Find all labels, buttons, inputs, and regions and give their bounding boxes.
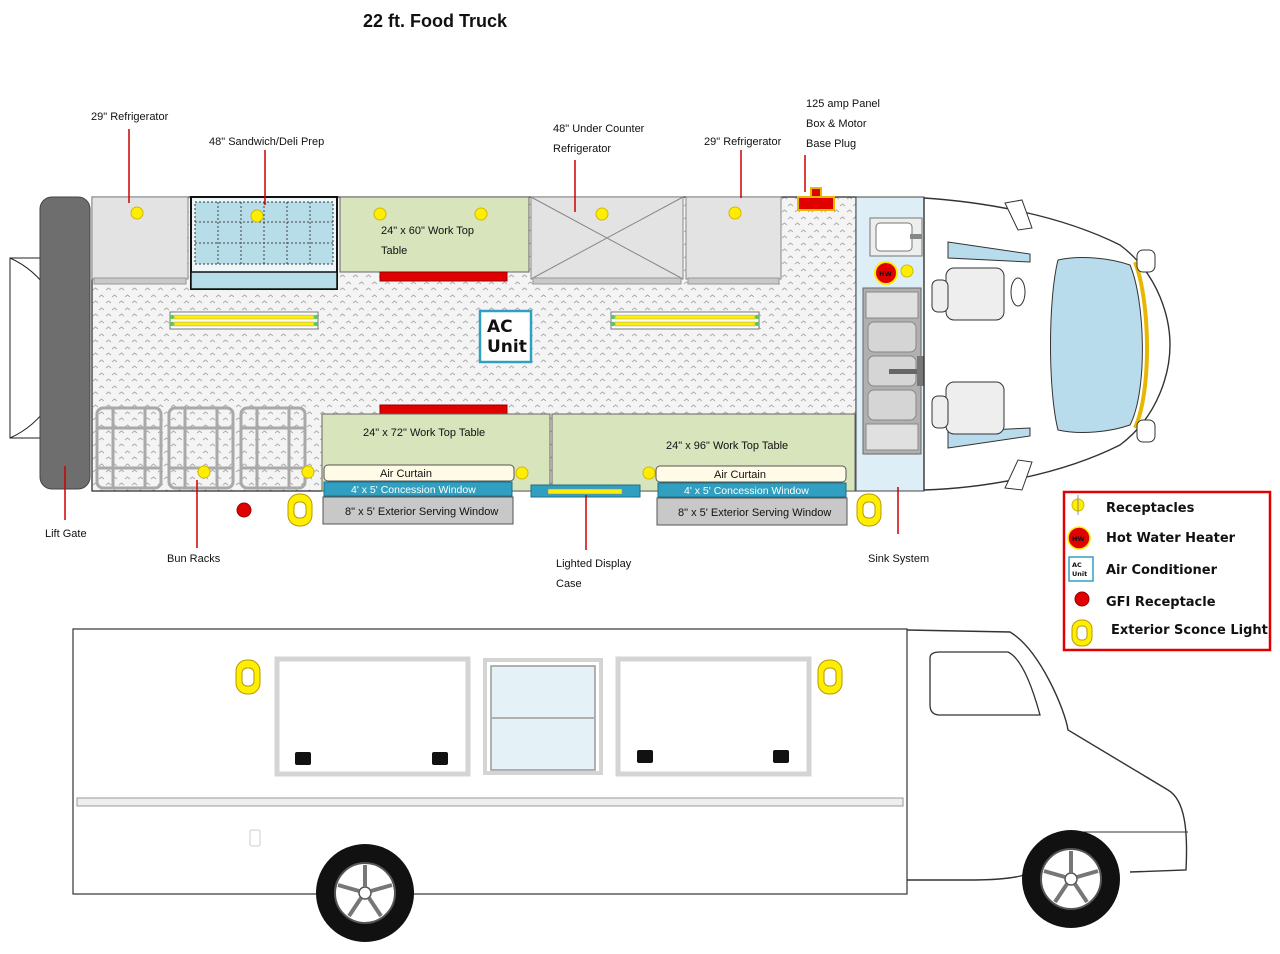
gfi-receptacle-icon — [1074, 591, 1090, 607]
legend-air-conditioner: Air Conditioner — [1106, 563, 1218, 578]
hot-water-heater-icon: HW — [874, 261, 898, 285]
receptacle-icon — [595, 207, 609, 221]
work-table-60-label-1: 24" x 60" Work Top — [381, 225, 474, 237]
side-view — [72, 628, 1188, 942]
display-case-window — [483, 658, 603, 775]
diagram-title: 22 ft. Food Truck — [363, 11, 508, 31]
legend-ac-abbrev-1: AC — [1072, 561, 1082, 569]
refrigerator-left — [91, 196, 189, 285]
work-table-60-label-2: Table — [381, 245, 407, 257]
side-rail — [76, 797, 904, 807]
panel-box — [797, 187, 835, 211]
heat-strip-top — [379, 271, 508, 282]
work-table-96-label: 24" x 96" Work Top Table — [666, 440, 788, 452]
sconce-light-icon — [856, 493, 882, 527]
callout-leaders — [64, 129, 899, 550]
legend-gfi-receptacle: GFI Receptacle — [1106, 595, 1216, 610]
callout-panel-box-3: Base Plug — [806, 138, 856, 150]
receptacle-icon — [373, 207, 387, 221]
air-curtain-left-label: Air Curtain — [380, 468, 432, 480]
wheel-rear — [316, 844, 414, 942]
receptacle-icon — [250, 209, 264, 223]
legend-hw-abbrev: HW — [1072, 535, 1085, 543]
sconce-light-icon — [235, 659, 261, 695]
callout-sink-system: Sink System — [868, 553, 929, 565]
sconce-light-icon — [287, 493, 313, 527]
callout-bun-racks: Bun Racks — [167, 553, 221, 565]
legend-hot-water-heater: Hot Water Heater — [1106, 531, 1236, 546]
concession-window-left: 4' x 5' Concession Window — [323, 481, 513, 497]
hot-water-heater-label: HW — [879, 270, 892, 278]
service-window-right — [615, 656, 812, 777]
callout-fridge-left: 29" Refrigerator — [91, 111, 169, 123]
concession-window-left-label: 4' x 5' Concession Window — [351, 484, 476, 496]
cab-side-window — [929, 651, 1041, 716]
callout-lift-gate: Lift Gate — [45, 528, 87, 540]
cab-top-view — [923, 197, 1171, 491]
serving-window-right-label: 8" x 5' Exterior Serving Window — [678, 507, 831, 519]
service-window-left — [274, 656, 471, 777]
receptacle-icon — [515, 466, 529, 480]
receptacle-icon — [130, 206, 144, 220]
callout-display-case-1: Lighted Display — [556, 558, 632, 570]
sconce-light-icon — [1071, 619, 1093, 647]
receptacle-icon — [197, 465, 211, 479]
serving-window-left: 8" x 5' Exterior Serving Window — [322, 496, 514, 525]
receptacle-icon — [900, 264, 914, 278]
air-curtain-right: Air Curtain — [655, 465, 847, 483]
receptacle-icon — [474, 207, 488, 221]
callout-under-counter-2: Refrigerator — [553, 143, 611, 155]
work-table-60: 24" x 60" Work Top Table — [339, 196, 530, 273]
legend-exterior-sconce: Exterior Sconce Light — [1111, 623, 1268, 638]
callout-fridge-right: 29" Refrigerator — [704, 136, 782, 148]
receptacle-icon — [301, 465, 315, 479]
hot-water-heater-icon: HW — [1067, 526, 1091, 550]
serving-window-left-label: 8" x 5' Exterior Serving Window — [345, 506, 498, 518]
sandwich-prep — [190, 196, 338, 290]
air-conditioner-icon: AC Unit — [1068, 556, 1094, 582]
light-strip-left — [169, 311, 319, 330]
exterior-sconces-floorplan — [287, 493, 882, 527]
ac-unit: AC Unit — [478, 309, 533, 364]
air-curtain-left: Air Curtain — [323, 464, 515, 482]
concession-window-right: 4' x 5' Concession Window — [657, 482, 847, 498]
receptacles — [130, 206, 914, 480]
wheel-front — [1022, 830, 1120, 928]
serving-window-right: 8" x 5' Exterior Serving Window — [656, 497, 848, 526]
callout-panel-box-1: 125 amp Panel — [806, 98, 880, 110]
sink-system — [855, 196, 925, 492]
light-strip-right — [610, 311, 760, 330]
receptacle-icon — [642, 466, 656, 480]
sconce-light-icon — [817, 659, 843, 695]
heat-strip-bottom — [379, 404, 508, 415]
callout-under-counter-1: 48" Under Counter — [553, 123, 645, 135]
side-marker — [249, 829, 261, 847]
ac-unit-label-1: AC — [487, 317, 513, 337]
legend-ac-abbrev-2: Unit — [1072, 570, 1087, 578]
air-curtain-right-label: Air Curtain — [714, 469, 766, 481]
lighted-display-case — [530, 484, 641, 498]
legend-receptacles: Receptacles — [1106, 501, 1195, 516]
gfi-receptacle-icon — [236, 502, 252, 518]
receptacle-icon — [728, 206, 742, 220]
concession-window-right-label: 4' x 5' Concession Window — [684, 485, 809, 497]
bun-racks — [95, 406, 307, 490]
callout-display-case-2: Case — [556, 578, 582, 590]
ac-unit-label-2: Unit — [487, 337, 527, 357]
lift-gate — [39, 196, 91, 490]
work-table-72-label: 24" x 72" Work Top Table — [363, 427, 485, 439]
callout-panel-box-2: Box & Motor — [806, 118, 867, 130]
callout-sandwich-prep: 48" Sandwich/Deli Prep — [209, 136, 324, 148]
legend: Receptacles HW Hot Water Heater AC Unit … — [1062, 490, 1272, 652]
